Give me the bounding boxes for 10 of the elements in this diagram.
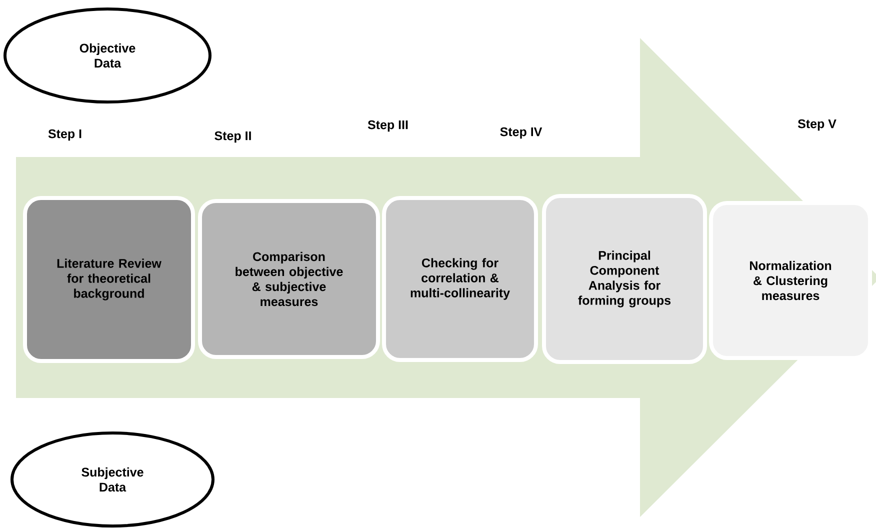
step-box: Literature Review for theoretical background <box>23 196 195 363</box>
step-label: Step I <box>48 129 82 141</box>
step-box: Comparison between objective & subjective measures <box>198 199 380 359</box>
step-box: Normalization & Clustering measures <box>709 201 872 360</box>
step-label: Step V <box>798 119 836 131</box>
step-label: Step III <box>368 120 408 132</box>
step-box: Principal Component Analysis for forming groups <box>542 194 707 364</box>
step-label: Step II <box>214 131 251 143</box>
step-label: Step IV <box>500 127 542 139</box>
step-box: Checking for correlation & multi-collinearity <box>382 196 538 362</box>
